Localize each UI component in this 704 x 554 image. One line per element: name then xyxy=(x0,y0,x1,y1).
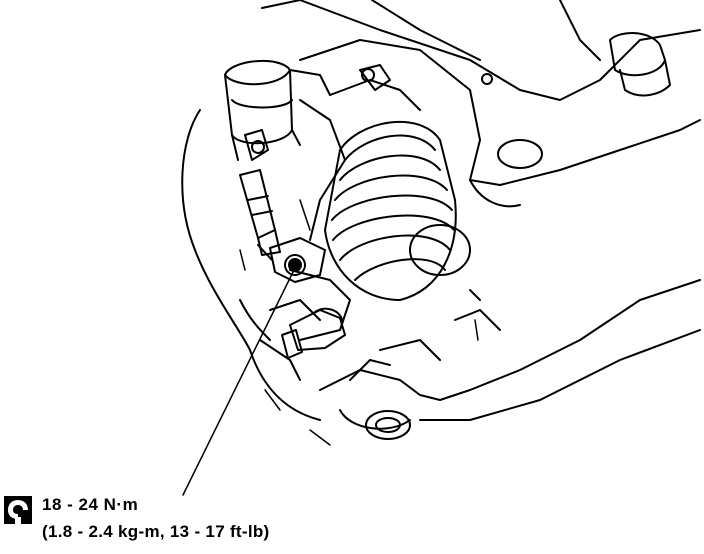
torque-value-nm: 18 - 24 N·m xyxy=(42,495,139,514)
cv-joint-boot xyxy=(324,120,471,301)
upper-control-arm xyxy=(261,0,701,208)
steering-knuckle xyxy=(181,64,421,421)
torque-wrench-icon xyxy=(3,495,33,525)
ball-joint-stud xyxy=(281,307,346,359)
stabilizer-link xyxy=(239,129,281,256)
detail-strokes xyxy=(239,199,479,446)
lower-control-arm xyxy=(319,279,701,440)
torque-value-alt-units: (1.8 - 2.4 kg-m, 13 - 17 ft-lb) xyxy=(42,522,270,541)
upper-bushing xyxy=(224,59,331,161)
torque-leader-line xyxy=(182,267,296,496)
stabilizer-nut xyxy=(257,237,326,283)
